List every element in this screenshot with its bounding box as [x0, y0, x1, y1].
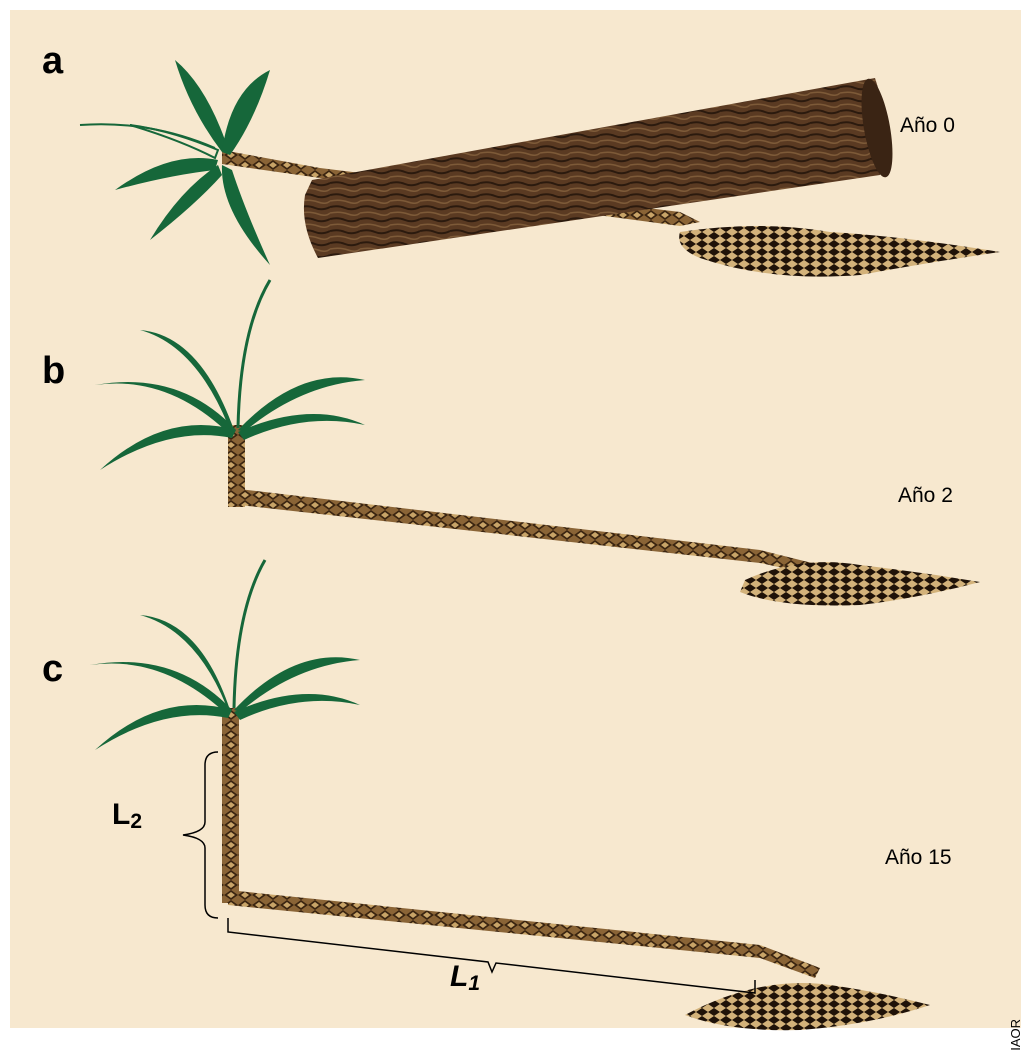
panel-label-a: a: [42, 40, 63, 83]
l2-bracket: [183, 752, 218, 918]
year-label-a: Año 0: [900, 114, 955, 138]
panel-label-c: c: [42, 648, 63, 691]
panel-b-roots: [740, 562, 980, 605]
image-credit: IAOR: [1008, 1019, 1023, 1051]
year-label-b: Año 2: [898, 484, 953, 508]
year-label-c: Año 15: [885, 846, 952, 870]
l1-label: L1: [450, 960, 480, 994]
panel-b-stem: [228, 425, 820, 575]
panel-c-roots: [685, 983, 930, 1030]
panel-label-b: b: [42, 350, 65, 393]
l2-label: L2: [112, 798, 142, 832]
panel-a-roots: [679, 226, 1000, 277]
panel-c-stem: [222, 708, 820, 978]
